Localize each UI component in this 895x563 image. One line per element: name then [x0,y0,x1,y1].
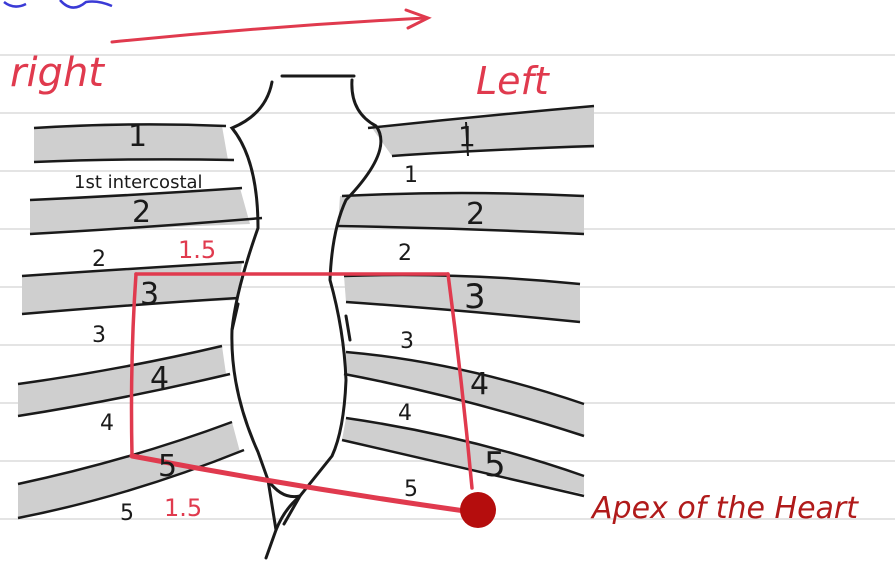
measurement-lower: 1.5 [164,494,202,522]
left-space-number-1: 1 [404,163,418,188]
right-space-number-2: 2 [92,247,106,272]
left-rib-number-3: 3 [464,277,486,317]
right-space-number-3: 3 [92,323,106,348]
left-rib-number-5: 5 [484,445,506,485]
measurement-upper: 1.5 [178,236,216,264]
right-rib-number-5: 5 [158,449,177,484]
label-first-intercostal: 1st intercostal [74,172,203,193]
heart-border [132,274,473,512]
left-rib-5 [342,418,584,496]
right-rib-number-3: 3 [140,277,159,312]
left-space-number-5: 5 [404,477,418,502]
right-rib-number-2: 2 [132,195,151,230]
left-space-number-2: 2 [398,241,412,266]
label-left: Left [476,59,551,103]
left-rib-number-4: 4 [470,367,489,402]
label-right: right [10,50,105,96]
left-rib-number-1: 1 [458,120,476,153]
right-rib-number-1: 1 [128,119,147,154]
label-apex-of-heart: Apex of the Heart [590,491,859,526]
left-rib-number-2: 2 [466,197,485,232]
right-space-number-4: 4 [100,411,114,436]
left-space-number-4: 4 [398,401,412,426]
left-rib-3 [344,275,580,322]
right-rib-number-4: 4 [150,361,169,396]
top-scribble [4,0,112,8]
right-rib-4 [18,346,230,416]
direction-arrow [112,10,428,42]
apex-dot [460,492,496,528]
right-space-number-5: 5 [120,501,134,526]
left-space-number-3: 3 [400,329,414,354]
left-rib-2 [336,193,584,234]
